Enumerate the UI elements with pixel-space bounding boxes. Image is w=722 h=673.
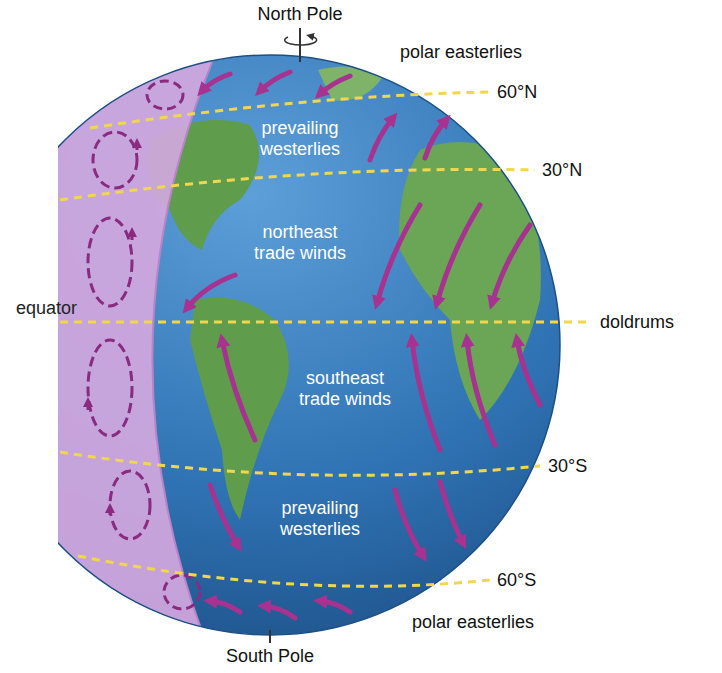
wind-label: prevailing westerlies bbox=[244, 118, 356, 159]
latitude-line bbox=[60, 92, 592, 586]
wind-arrow bbox=[187, 72, 540, 618]
wind-label: polar easterlies bbox=[400, 42, 522, 63]
wind-label: polar easterlies bbox=[412, 612, 534, 633]
latitude-label: 30°N bbox=[542, 160, 582, 181]
wind-label: southeast trade winds bbox=[289, 368, 401, 409]
doldrums-label: doldrums bbox=[600, 312, 674, 333]
pole-label: North Pole bbox=[257, 4, 342, 25]
latitude-label: 60°S bbox=[497, 570, 536, 591]
latitude-label: 30°S bbox=[548, 456, 587, 477]
equator-label: equator bbox=[16, 298, 77, 319]
pole-label: South Pole bbox=[226, 646, 314, 667]
wind-label: prevailing westerlies bbox=[264, 498, 376, 539]
wind-label: northeast trade winds bbox=[244, 222, 356, 263]
latitude-label: 60°N bbox=[497, 82, 537, 103]
globe bbox=[58, 40, 722, 660]
